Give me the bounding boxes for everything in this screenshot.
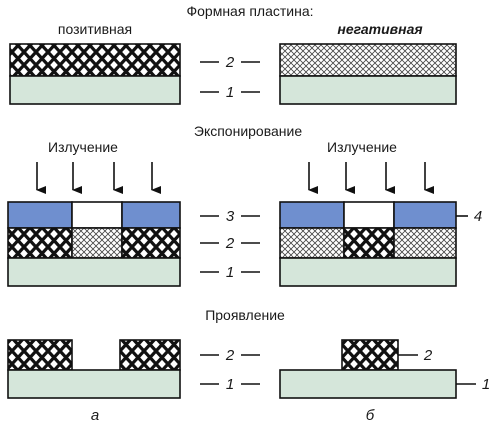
number-1-mid: 1	[226, 264, 234, 281]
title: Формная пластина:	[186, 3, 313, 19]
mask-segment	[279, 201, 345, 229]
negative-label: негативная	[337, 21, 422, 37]
number-3: 3	[226, 208, 235, 225]
mask-window	[343, 201, 395, 229]
substrate	[7, 257, 181, 287]
bottom-positive-result	[7, 339, 181, 399]
remaining-layer	[7, 339, 73, 371]
photolayer-exposed	[343, 227, 395, 259]
radiation-arrows-left	[36, 162, 161, 194]
positive-label: позитивная	[58, 21, 132, 37]
substrate	[7, 369, 181, 399]
photolayer-unexposed	[393, 227, 457, 259]
exposure-heading: Экспонирование	[194, 123, 302, 139]
substrate	[279, 257, 457, 287]
substrate	[279, 369, 457, 399]
bottom-negative-result	[279, 339, 457, 399]
number-2-top: 2	[225, 54, 235, 71]
photolayer-unexposed	[279, 227, 345, 259]
photolayer-unexposed	[7, 227, 73, 259]
mid-negative-stack	[279, 201, 457, 287]
number-1-neg: 1	[482, 376, 490, 393]
number-4: 4	[474, 208, 482, 225]
photolayer-exposed	[71, 227, 123, 259]
neg-substrate	[279, 75, 457, 105]
radiation-arrows-right	[308, 162, 434, 194]
number-1-bottom: 1	[226, 376, 234, 393]
top-number-markers: 2 1	[200, 54, 260, 101]
number-2-bottom: 2	[225, 347, 235, 364]
neg-photolayer	[279, 43, 457, 77]
radiation-label-left: Излучение	[48, 139, 118, 155]
top-positive-plate	[9, 43, 181, 105]
development-heading: Проявление	[205, 307, 285, 323]
number-2-mid: 2	[225, 235, 235, 252]
top-negative-plate	[279, 43, 457, 105]
remaining-layer	[341, 339, 399, 371]
mid-positive-stack	[7, 201, 181, 287]
pos-photolayer	[9, 43, 181, 77]
mask-segment	[7, 201, 73, 229]
bottom-number-markers: 2 1 2 1	[200, 347, 490, 393]
caption-b: б	[366, 407, 375, 424]
pos-substrate	[9, 75, 181, 105]
number-2-neg: 2	[423, 347, 433, 364]
mask-segment	[121, 201, 181, 229]
photolayer-unexposed	[121, 227, 181, 259]
caption-a: а	[91, 407, 99, 424]
mask-window	[71, 201, 123, 229]
mid-number-markers: 3 2 1 4	[200, 208, 482, 281]
radiation-label-right: Излучение	[327, 139, 397, 155]
mask-segment	[393, 201, 457, 229]
remaining-layer	[119, 339, 181, 371]
number-1-top: 1	[226, 84, 234, 101]
